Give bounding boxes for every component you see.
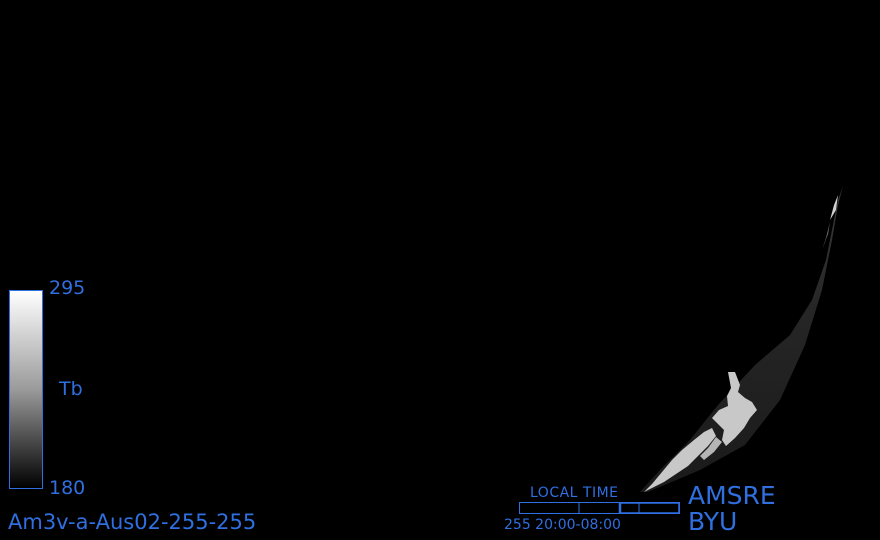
local-time-title: LOCAL TIME xyxy=(530,485,619,501)
cloud-patch xyxy=(830,195,838,220)
colorbar xyxy=(9,290,43,489)
colorbar-unit-label: Tb xyxy=(59,378,83,400)
local-time-bar xyxy=(519,502,680,514)
swath-ocean xyxy=(640,186,843,492)
cloud-streak xyxy=(822,222,830,250)
brand-line-2: BYU xyxy=(688,507,738,536)
image-id-label: Am3v-a-Aus02-255-255 xyxy=(8,510,257,534)
south-island-east xyxy=(700,437,722,460)
colorbar-min-label: 180 xyxy=(49,477,86,499)
south-island xyxy=(644,428,716,492)
colorbar-max-label: 295 xyxy=(49,277,86,299)
local-time-range: 255 20:00-08:00 xyxy=(504,517,621,533)
brand-label: AMSRE BYU xyxy=(688,483,776,535)
north-island xyxy=(712,372,757,446)
local-time-highlight xyxy=(618,502,680,514)
brand-line-1: AMSRE xyxy=(688,481,776,510)
